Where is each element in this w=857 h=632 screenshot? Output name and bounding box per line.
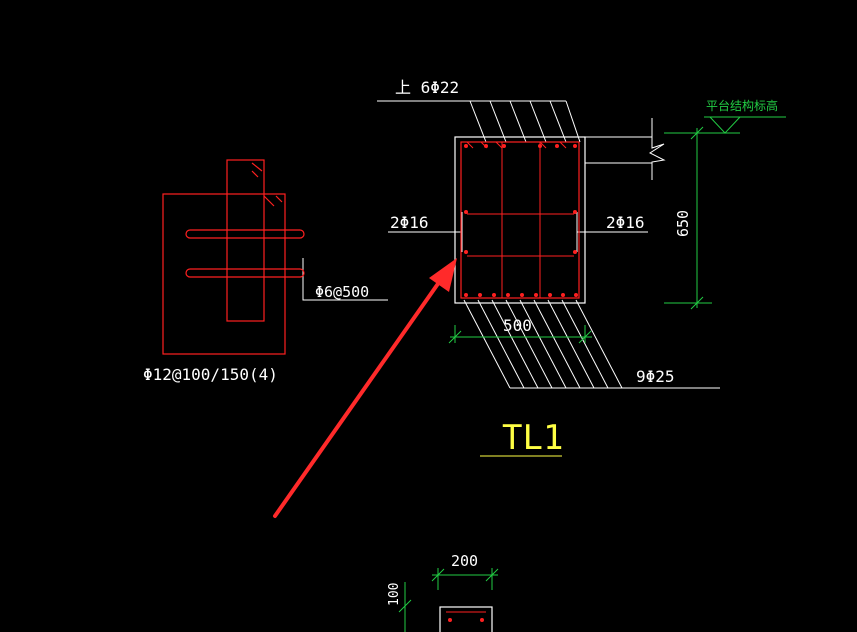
leader-lines [302,100,720,389]
stirrup-detail [162,159,305,355]
top-bars-label: 上 6Φ22 [395,78,459,97]
stirrup-spec-label: Φ12@100/150(4) [143,365,278,384]
beam-stirrup-inner [466,141,574,298]
small-height-dimension-label: 100 [387,583,402,606]
beam-outline [454,136,586,304]
height-dimension-label: 650 [674,210,692,237]
left-side-bars-label: 2Φ16 [390,213,429,232]
beam-section [454,136,586,304]
bottom-bars-label: 9Φ25 [636,367,675,386]
width-dimension-label: 500 [503,316,532,335]
tie-bar-label: Φ6@500 [315,283,369,301]
small-width-dimension-label: 200 [451,552,478,570]
small-section [439,606,493,632]
beam-rebar-dots [464,144,578,297]
dimension-lines [398,116,786,632]
platform-elevation-label: 平台结构标高 [706,98,778,113]
right-side-bars-label: 2Φ16 [606,213,645,232]
beam-stirrup [460,141,580,299]
annotation-arrow [273,258,457,518]
text-labels: 上 6Φ22 平台结构标高 2Φ16 2Φ16 650 500 9Φ25 TL1… [143,78,778,606]
beam-name-label: TL1 [502,418,563,458]
